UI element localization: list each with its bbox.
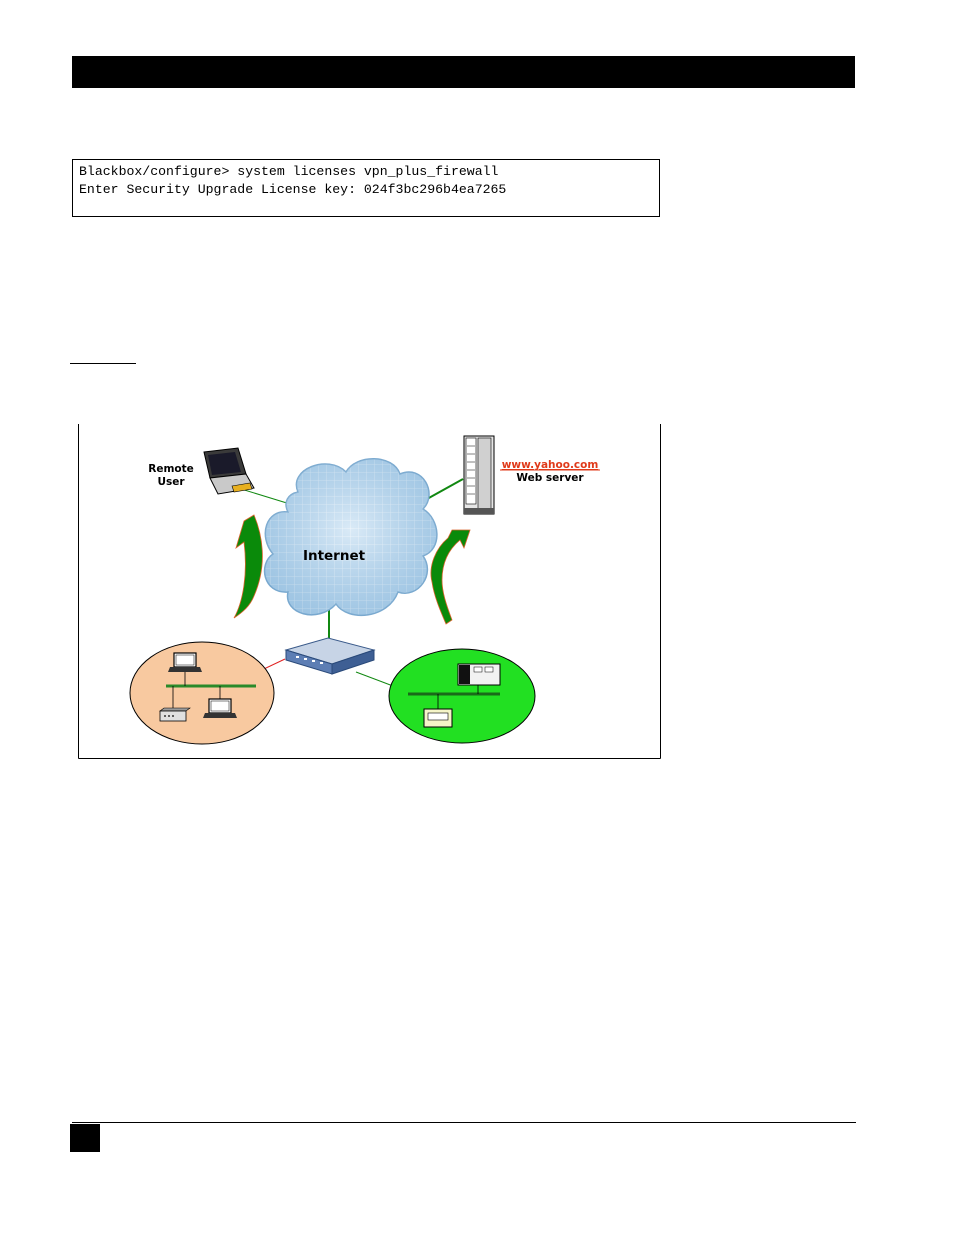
computer-icon — [203, 686, 237, 718]
terminal-line-1: Blackbox/configure> system licenses vpn_… — [79, 164, 499, 179]
internet-label: Internet — [303, 548, 366, 564]
lan-left — [129, 641, 275, 745]
section-underline — [70, 363, 136, 364]
server-icon — [463, 435, 495, 515]
remote-user-label-2: User — [157, 476, 185, 488]
lan-right — [388, 648, 536, 744]
diagram-frame — [78, 424, 661, 759]
link-laptop-internet — [237, 487, 291, 505]
header-bar — [72, 56, 855, 88]
footer-rule — [72, 1122, 856, 1123]
page-number-tab — [70, 1124, 100, 1152]
arrow-left-icon — [233, 514, 263, 619]
link-router-lan-right — [355, 671, 394, 687]
web-server-url-link[interactable]: www.yahoo.com — [502, 459, 599, 471]
web-server-label: Web server — [516, 472, 584, 484]
computer-icon — [168, 652, 202, 686]
laptop-icon — [203, 447, 255, 495]
router-icon — [284, 637, 376, 675]
modem-icon — [159, 686, 191, 722]
network-diagram: Remote User Internet www.yahoo.com Web s… — [78, 424, 661, 759]
printer-icon — [423, 694, 453, 728]
internet-cloud — [263, 458, 438, 617]
remote-user-label-1: Remote — [148, 463, 194, 475]
terminal-line-2: Enter Security Upgrade License key: 024f… — [79, 182, 507, 197]
terminal-box: Blackbox/configure> system licenses vpn_… — [72, 159, 660, 217]
arrow-right-icon — [430, 529, 471, 625]
server-small-icon — [457, 663, 501, 694]
